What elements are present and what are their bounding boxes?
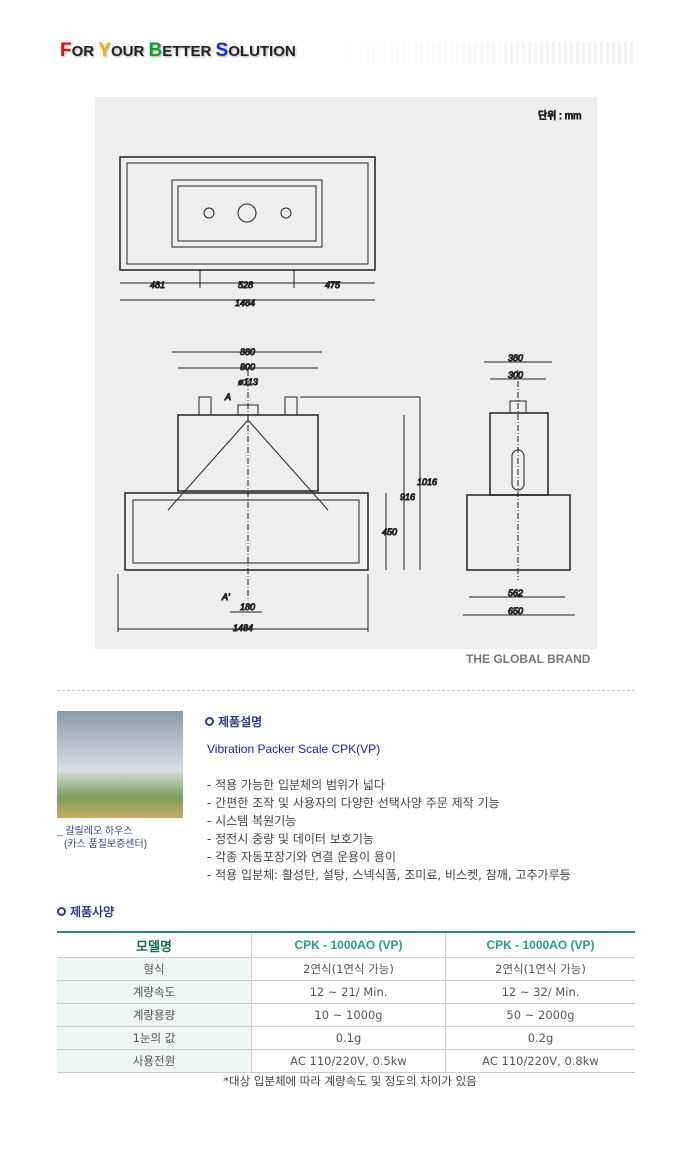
cell-value: 0.1g bbox=[251, 1026, 446, 1050]
decorative-stripes bbox=[330, 42, 636, 64]
slogan-initial: B bbox=[148, 40, 163, 61]
brand-logo: THE GLOBAL BRAND bbox=[466, 652, 591, 666]
section-title-specs: 제품사양 bbox=[57, 903, 114, 920]
slogan-initial: S bbox=[215, 40, 229, 61]
dimension-label: 650 bbox=[508, 606, 523, 616]
product-name: Vibration Packer Scale CPK(VP) bbox=[207, 742, 381, 756]
cell-value: 12 ~ 21/ Min. bbox=[251, 980, 446, 1004]
dimension-label: 475 bbox=[325, 280, 341, 290]
row-label: 1눈의 값 bbox=[57, 1026, 252, 1050]
slogan-word: OUR bbox=[110, 43, 149, 60]
cell-value: AC 110/220V, 0.8kw bbox=[445, 1049, 635, 1073]
building-photo bbox=[57, 711, 183, 818]
dimension-label: 880 bbox=[240, 347, 255, 357]
cell-value: 10 ~ 1000g bbox=[251, 1003, 446, 1027]
feature-list: - 적용 가능한 입분체의 범위가 넓다 - 간편한 조작 및 사용자의 다양한 … bbox=[207, 776, 571, 884]
slogan-initial: Y bbox=[98, 40, 111, 61]
slogan-word: OLUTION bbox=[228, 43, 296, 60]
dimension-label: 450 bbox=[382, 527, 397, 537]
row-label: 사용전원 bbox=[57, 1049, 252, 1073]
row-label: 형식 bbox=[57, 957, 252, 981]
slogan-word: ETTER bbox=[162, 43, 216, 60]
feature-item: - 적용 입분체: 활성탄, 설탕, 스넥식품, 조미료, 비스켓, 참깨, 고… bbox=[207, 868, 571, 882]
technical-drawing: 단위 : mm 481 528 475 1484 880 800 ø113 A … bbox=[95, 97, 597, 649]
dimension-label: 1484 bbox=[235, 298, 255, 308]
dimension-label: ø113 bbox=[238, 377, 258, 387]
top-view bbox=[119, 156, 376, 301]
circle-bullet-icon bbox=[205, 717, 214, 726]
dimension-label: A' bbox=[221, 592, 230, 602]
feature-item: - 간편한 조작 및 사용자의 다양한 선택사양 주문 제작 기능 bbox=[207, 796, 500, 810]
section-title-description: 제품설명 bbox=[205, 713, 262, 730]
unit-label: 단위 : mm bbox=[538, 109, 581, 122]
dimension-label: 481 bbox=[150, 280, 165, 290]
slogan-word: OR bbox=[71, 43, 99, 60]
cell-value: 12 ~ 32/ Min. bbox=[445, 980, 635, 1004]
header-model: 모델명 bbox=[57, 932, 252, 958]
dimension-label: 1484 bbox=[233, 623, 253, 633]
cell-value: 2연식(1연식 가능) bbox=[445, 957, 635, 981]
dimension-label: A bbox=[224, 392, 231, 402]
header-model-1: CPK - 1000AO (VP) bbox=[251, 932, 446, 958]
photo-caption: _ 갈릴레오 하우스 bbox=[57, 826, 133, 837]
dimension-label: 180 bbox=[240, 602, 255, 612]
dimension-label: 380 bbox=[508, 353, 523, 363]
spec-table: 모델명 CPK - 1000AO (VP) CPK - 1000AO (VP) … bbox=[57, 931, 635, 1073]
dimension-label: 1016 bbox=[417, 477, 437, 487]
photo-caption-sub: (카스 품질보증센터) bbox=[64, 839, 148, 850]
feature-item: - 시스템 복원기능 bbox=[207, 814, 297, 828]
slogan-banner: FOR YOUR BETTER SOLUTION bbox=[60, 40, 296, 62]
circle-bullet-icon bbox=[57, 907, 66, 916]
feature-item: - 각종 자동포장기와 연결 운용이 용이 bbox=[207, 850, 397, 864]
dimension-label: 562 bbox=[508, 588, 523, 598]
cell-value: AC 110/220V, 0.5kw bbox=[251, 1049, 446, 1073]
dimension-label: 916 bbox=[400, 492, 415, 502]
cell-value: 2연식(1연식 가능) bbox=[251, 957, 446, 981]
feature-item: - 정전시 중량 및 데이터 보호기능 bbox=[207, 832, 374, 846]
dimension-label: 800 bbox=[240, 362, 255, 372]
side-view bbox=[463, 361, 575, 616]
dimension-label: 528 bbox=[238, 280, 253, 290]
row-label: 계량용량 bbox=[57, 1003, 252, 1027]
header-model-2: CPK - 1000AO (VP) bbox=[445, 932, 635, 958]
dimension-label: 300 bbox=[508, 370, 523, 380]
spec-note: *대상 입분체에 따라 계량속도 및 정도의 차이가 있음 bbox=[223, 1074, 477, 1088]
cell-value: 50 ~ 2000g bbox=[445, 1003, 635, 1027]
feature-item: - 적용 가능한 입분체의 범위가 넓다 bbox=[207, 778, 385, 792]
front-view bbox=[117, 351, 421, 632]
divider bbox=[57, 690, 635, 691]
row-label: 계량속도 bbox=[57, 980, 252, 1004]
slogan-initial: F bbox=[60, 40, 72, 61]
cell-value: 0.2g bbox=[445, 1026, 635, 1050]
